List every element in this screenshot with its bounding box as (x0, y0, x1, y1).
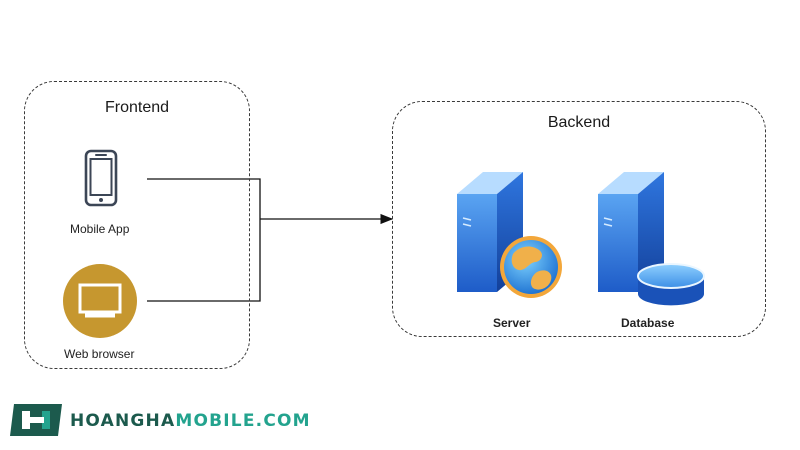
server-globe-icon (457, 172, 562, 298)
mobile-app-label: Mobile App (70, 222, 130, 236)
database-label: Database (621, 316, 675, 330)
brand-logo-icon (10, 404, 62, 436)
frontend-title: Frontend (104, 99, 170, 116)
brand-wordmark: HOANGHAMOBILE.COM (70, 411, 311, 431)
mobile-app-connector (147, 178, 261, 219)
web-browser-label: Web browser (64, 347, 135, 361)
backend-group: Backend (392, 101, 766, 337)
server-label: Server (493, 316, 531, 330)
brand-name-part2: MOBILE.COM (175, 411, 311, 431)
database-server-icon (598, 172, 705, 306)
smartphone-icon (84, 149, 118, 207)
brand-name-part1: HOANGHA (70, 411, 176, 431)
backend-title: Backend (547, 114, 611, 131)
monitor-icon (63, 264, 137, 338)
web-browser-connector (147, 219, 261, 302)
frontend-group: Frontend (24, 81, 250, 369)
